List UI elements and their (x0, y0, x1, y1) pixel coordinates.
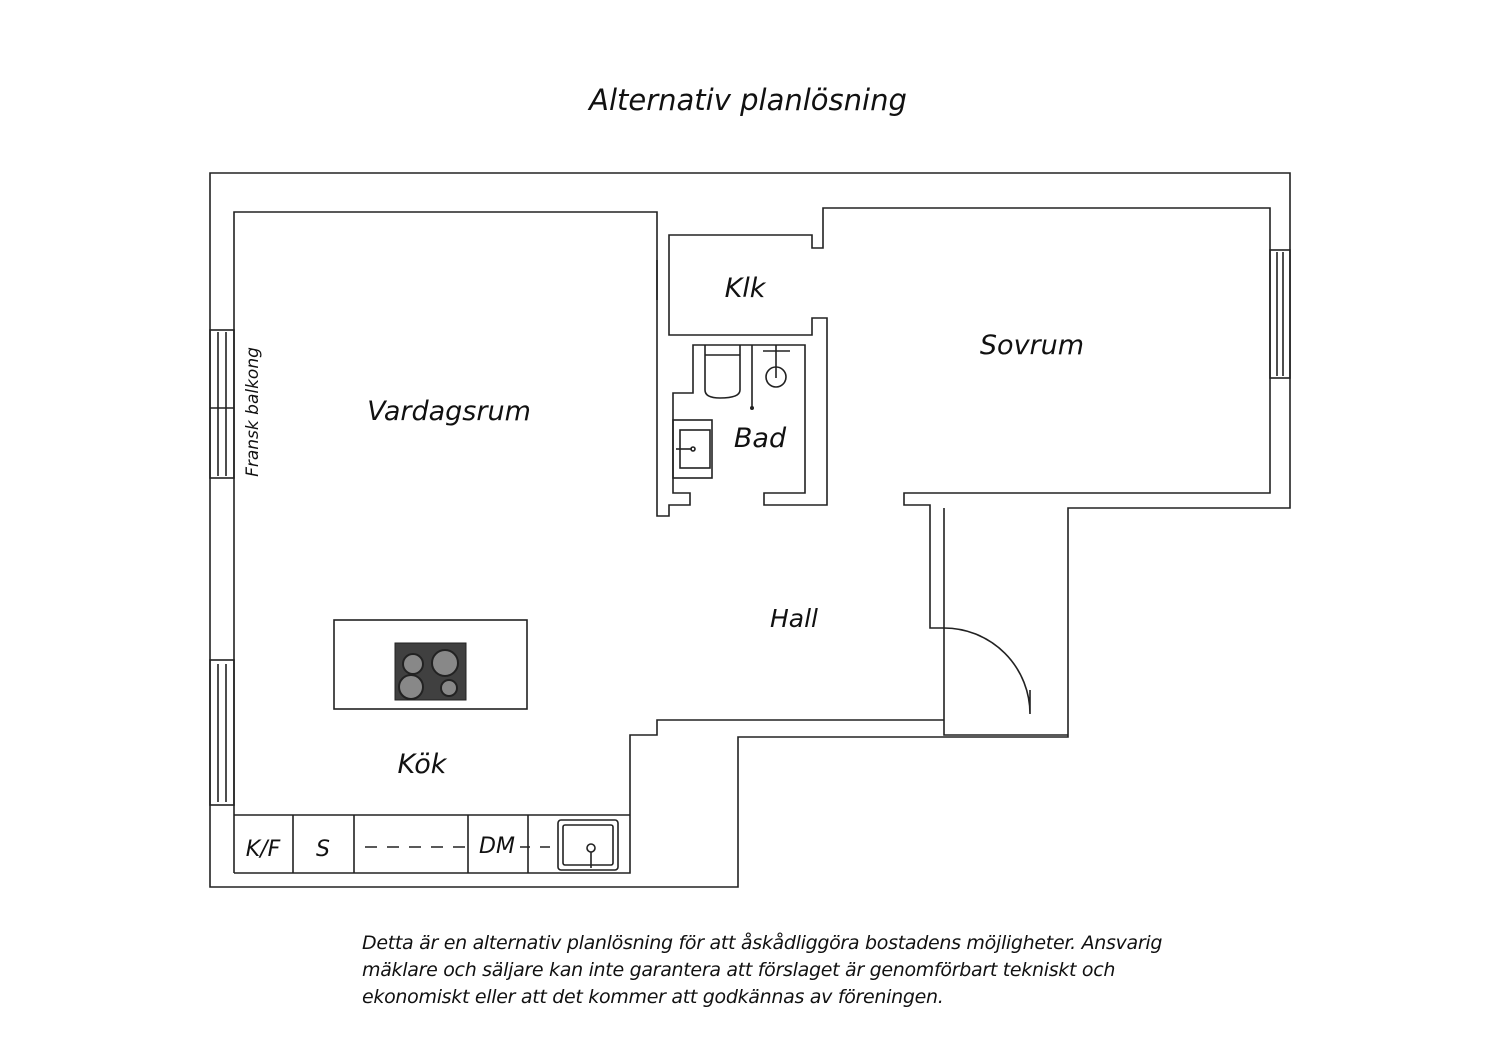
disclaimer-line: ekonomiskt eller att det kommer att godk… (362, 986, 944, 1008)
kitchen-counter (234, 814, 630, 873)
disclaimer-line: Detta är en alternativ planlösning för a… (362, 932, 1163, 954)
room-label-vardagsrum: Vardagsrum (367, 396, 531, 427)
room-label-sovrum: Sovrum (980, 330, 1084, 361)
kitchen-island (333, 619, 528, 710)
plan-title: Alternativ planlösning (587, 83, 907, 117)
cooktop-icon (394, 642, 467, 701)
label-kf: K/F (246, 837, 281, 862)
window-left-upper (209, 329, 235, 479)
window-left-lower (209, 659, 235, 806)
label-dm: DM (479, 834, 515, 859)
room-label-hall: Hall (770, 604, 818, 633)
label-s: S (316, 837, 330, 862)
room-label-kok: Kök (398, 749, 448, 780)
kitchen-sink-icon (557, 819, 619, 871)
living-kitchen-wall (233, 207, 1271, 873)
disclaimer-line: mäklare och säljare kan inte garantera a… (362, 959, 1116, 981)
toilet-icon (704, 345, 741, 399)
shower-icon (750, 345, 790, 410)
kitchen-bottom-wall (234, 508, 1068, 874)
room-label-bad: Bad (734, 423, 787, 454)
entrance-door (943, 627, 1031, 715)
bathroom-sink-icon (672, 419, 713, 479)
label-fransk-balkong: Fransk balkong (243, 347, 263, 477)
window-right (1269, 249, 1291, 379)
room-label-klk: Klk (725, 273, 767, 304)
disclaimer: Detta är en alternativ planlösning för a… (362, 930, 1262, 1011)
